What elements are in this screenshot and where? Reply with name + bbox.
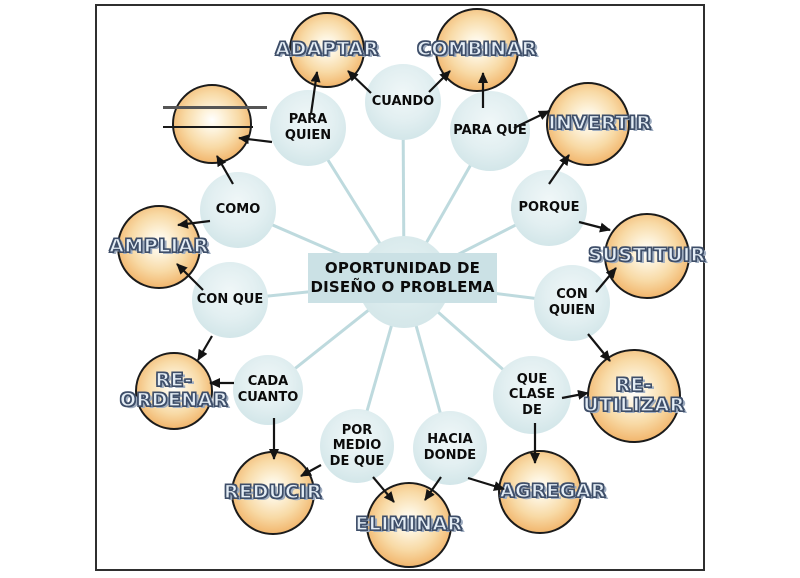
action-sustituir-label: SUSTITUIR (588, 244, 706, 267)
question-para-que-label: PARA QUE (453, 123, 527, 139)
action-adaptar: ADAPTAR (275, 12, 379, 88)
action-eliminar: ELIMINAR (355, 482, 463, 568)
action-re-utilizar-label: RE- UTILIZAR (583, 374, 685, 416)
action-agregar-label: AGREGAR (499, 480, 607, 503)
action-ampliar: AMPLIAR (109, 205, 209, 289)
question-por-medio-de-que-label: POR MEDIO DE QUE (329, 422, 385, 469)
action-re-utilizar: RE- UTILIZAR (583, 349, 685, 443)
question-cuando-label: CUANDO (371, 94, 435, 110)
action-re-ordenar: RE- ORDENAR (119, 352, 228, 430)
action-combinar: COMBINAR (417, 8, 537, 92)
blank-label-line-2 (163, 126, 253, 128)
question-con-que: CON QUE (192, 262, 268, 338)
question-con-quien-label: CON QUIEN (548, 287, 596, 318)
question-como: COMO (200, 172, 276, 248)
question-hacia-donde-label: HACIA DONDE (423, 432, 477, 463)
question-que-clase-de-label: QUE CLASE DE (508, 371, 556, 418)
action-adaptar-label: ADAPTAR (275, 38, 379, 61)
center-box: OPORTUNIDAD DE DISEÑO O PROBLEMA (308, 253, 497, 303)
action-blank (172, 84, 252, 164)
question-para-que: PARA QUE (450, 91, 530, 171)
question-cada-cuanto-label: CADA CUANTO (237, 374, 299, 405)
question-para-quien: PARA QUIEN (270, 90, 346, 166)
blank-label-line-1 (163, 106, 267, 109)
action-agregar: AGREGAR (498, 450, 606, 534)
action-reducir: REDUCIR (223, 451, 322, 535)
action-ampliar-label: AMPLIAR (109, 235, 209, 258)
question-que-clase-de: QUE CLASE DE (493, 356, 571, 434)
question-porque-label: PORQUE (518, 200, 580, 216)
question-para-quien-label: PARA QUIEN (284, 112, 332, 143)
action-reducir-label: REDUCIR (223, 481, 322, 504)
question-porque: PORQUE (511, 170, 587, 246)
question-hacia-donde: HACIA DONDE (413, 411, 487, 485)
question-por-medio-de-que: POR MEDIO DE QUE (320, 409, 394, 483)
question-con-quien: CON QUIEN (534, 265, 610, 341)
action-invertir: INVERTIR (546, 82, 652, 166)
action-eliminar-label: ELIMINAR (355, 513, 463, 536)
question-cuando: CUANDO (365, 64, 441, 140)
center-box-label: OPORTUNIDAD DE DISEÑO O PROBLEMA (310, 258, 495, 297)
action-re-ordenar-label: RE- ORDENAR (119, 369, 229, 411)
question-cada-cuanto: CADA CUANTO (233, 355, 303, 425)
question-como-label: COMO (215, 202, 261, 218)
action-invertir-label: INVERTIR (548, 112, 652, 135)
action-combinar-label: COMBINAR (417, 38, 537, 61)
question-con-que-label: CON QUE (196, 292, 264, 308)
action-sustituir: SUSTITUIR (588, 213, 706, 299)
